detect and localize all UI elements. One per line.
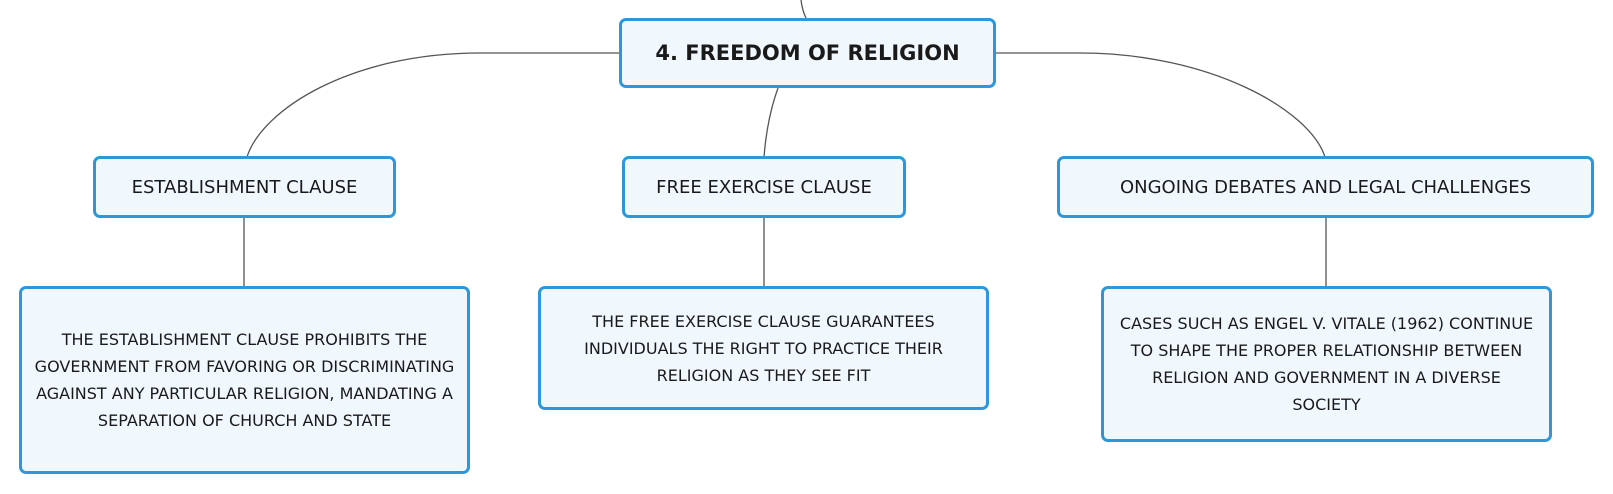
topic-title-establishment-clause: ESTABLISHMENT CLAUSE [131, 176, 358, 198]
detail-node-establishment-clause[interactable]: THE ESTABLISHMENT CLAUSE PROHIBITS THE G… [19, 286, 470, 474]
detail-text-ongoing-debates: CASES SUCH AS ENGEL V. VITALE (1962) CON… [1119, 314, 1534, 414]
detail-node-ongoing-debates[interactable]: CASES SUCH AS ENGEL V. VITALE (1962) CON… [1101, 286, 1552, 442]
topic-title-ongoing-debates: ONGOING DEBATES AND LEGAL CHALLENGES [1119, 176, 1532, 198]
detail-text-free-exercise-clause: THE FREE EXERCISE CLAUSE GUARANTEES INDI… [584, 311, 943, 385]
connector-root-to-free-exercise [763, 87, 779, 158]
connector-root-to-establishment [246, 52, 619, 158]
root-topic-title: 4. FREEDOM OF RELIGION [655, 41, 960, 65]
connector-root-incoming [800, 0, 807, 19]
topic-node-ongoing-debates[interactable]: ONGOING DEBATES AND LEGAL CHALLENGES [1057, 156, 1594, 218]
topic-node-establishment-clause[interactable]: ESTABLISHMENT CLAUSE [93, 156, 396, 218]
topic-title-free-exercise-clause: FREE EXERCISE CLAUSE [656, 176, 872, 198]
detail-node-free-exercise-clause[interactable]: THE FREE EXERCISE CLAUSE GUARANTEES INDI… [538, 286, 989, 410]
root-topic-node[interactable]: 4. FREEDOM OF RELIGION [619, 18, 996, 88]
connector-root-to-debates [996, 52, 1326, 158]
topic-node-free-exercise-clause[interactable]: FREE EXERCISE CLAUSE [622, 156, 906, 218]
detail-text-establishment-clause: THE ESTABLISHMENT CLAUSE PROHIBITS THE G… [34, 330, 455, 430]
